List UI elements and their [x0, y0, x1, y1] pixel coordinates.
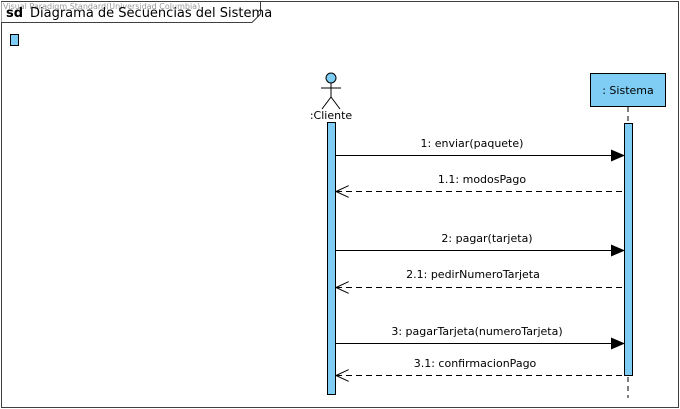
message-label: 1: enviar(paquete)	[421, 137, 524, 150]
actor-right-leg-icon	[330, 96, 341, 110]
frame-title: Diagrama de Secuencias del Sistema	[30, 6, 272, 21]
actor-left-leg-icon	[321, 96, 332, 110]
message-1[interactable]: 1: enviar(paquete)	[336, 137, 625, 162]
message-label: 3: pagarTarjeta(numeroTarjeta)	[391, 325, 562, 338]
message-1-1[interactable]: 1.1: modosPago	[336, 173, 624, 192]
message-3-1[interactable]: 3.1: confirmacionPago	[336, 357, 624, 376]
participant-sistema[interactable]: : Sistema	[590, 73, 666, 107]
system-box	[590, 73, 666, 107]
system-activation-bar	[624, 123, 633, 376]
actor-activation-bar	[327, 122, 336, 395]
actor-cliente[interactable]: :Cliente	[310, 72, 353, 122]
actor-name: :Cliente	[310, 109, 353, 122]
message-3[interactable]: 3: pagarTarjeta(numeroTarjeta)	[336, 325, 625, 350]
message-label: 3.1: confirmacionPago	[414, 357, 537, 370]
message-label: 2.1: pedirNumeroTarjeta	[406, 268, 540, 281]
message-2[interactable]: 2: pagar(tarjeta)	[336, 232, 625, 257]
frame-keyword: sd	[6, 6, 23, 21]
system-name: : Sistema	[602, 84, 654, 97]
watermark-text: Visual Paradigm Standard(Universidad Col…	[3, 2, 200, 11]
message-2-1[interactable]: 2.1: pedirNumeroTarjeta	[336, 268, 624, 288]
actor-head-icon	[325, 72, 337, 84]
message-label: 1.1: modosPago	[438, 173, 526, 186]
frame-header-tab	[1, 1, 261, 23]
message-label: 2: pagar(tarjeta)	[441, 232, 532, 245]
legend-swatch	[10, 34, 19, 46]
